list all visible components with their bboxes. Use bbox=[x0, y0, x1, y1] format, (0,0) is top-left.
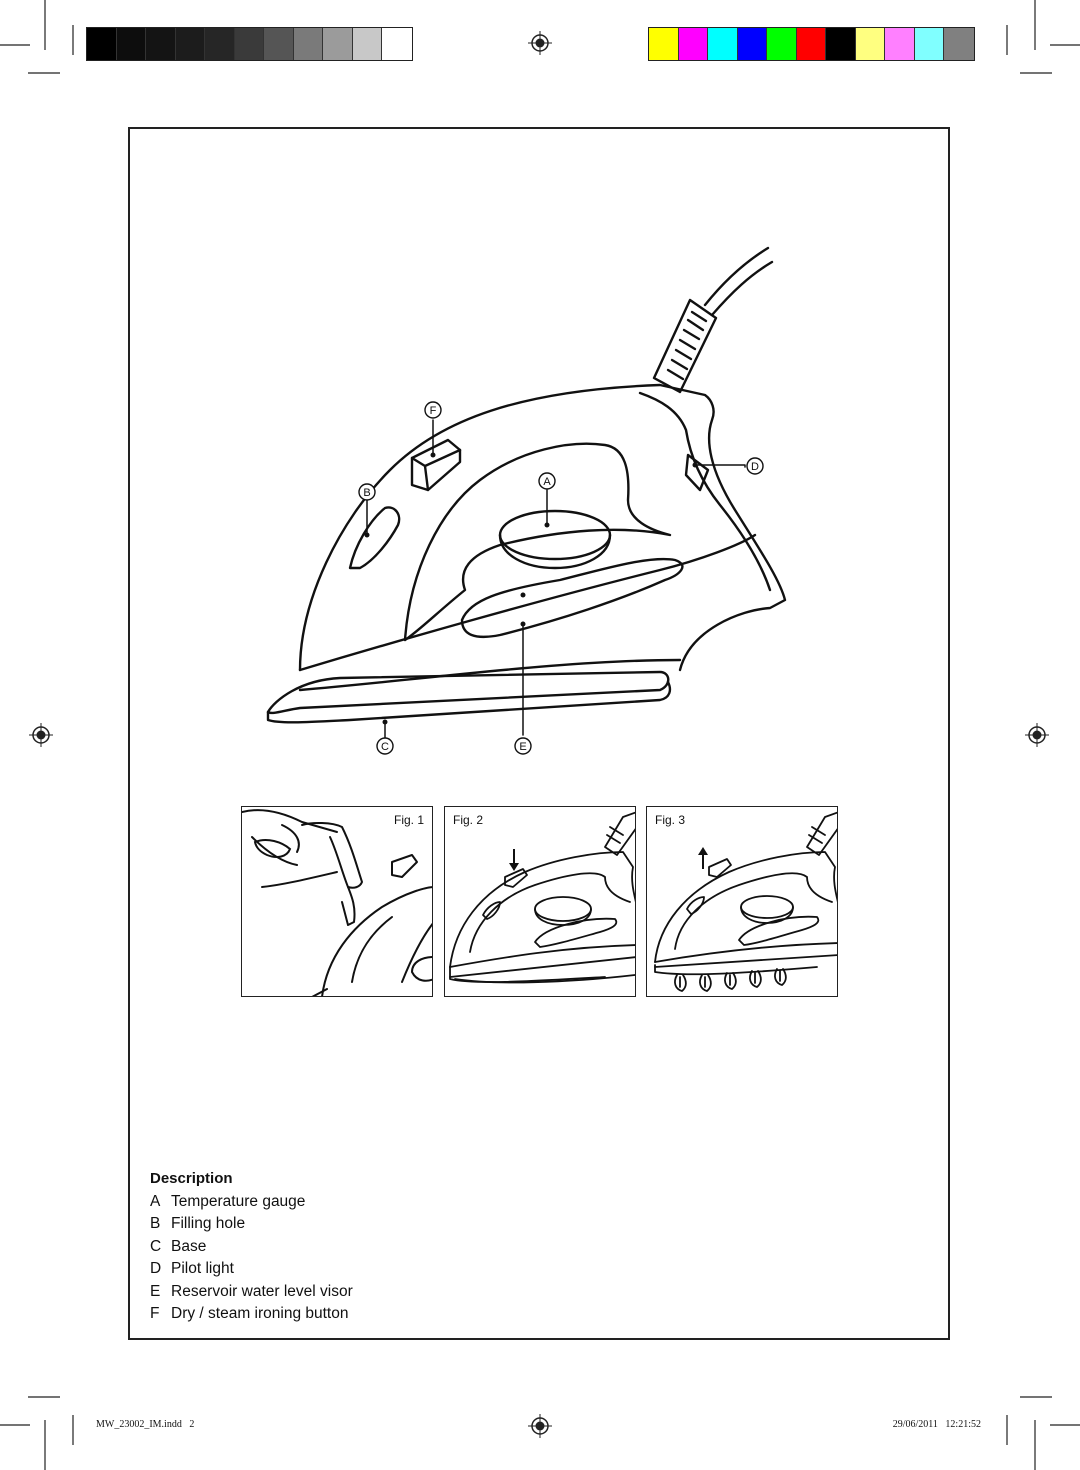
color-swatch bbox=[382, 28, 412, 60]
callout-d-label: D bbox=[751, 461, 759, 473]
callout-d-circle bbox=[746, 457, 764, 475]
description-item-key: C bbox=[150, 1237, 162, 1255]
color-swatch bbox=[649, 28, 679, 60]
callout-b-circle bbox=[358, 483, 376, 501]
description-section: Description A Temperature gauge B Filling … bbox=[150, 1170, 353, 1325]
color-swatch bbox=[826, 28, 856, 60]
color-swatch bbox=[767, 28, 797, 60]
figure-2-panel: Fig. 2 bbox=[444, 806, 636, 997]
page-frame bbox=[128, 127, 950, 1340]
description-item: A Temperature gauge bbox=[150, 1191, 353, 1213]
description-item-text: Dry / steam ironing button bbox=[171, 1305, 349, 1323]
registration-mark-left bbox=[29, 723, 53, 747]
callout-e-circle bbox=[514, 737, 532, 755]
color-swatch bbox=[678, 28, 708, 60]
description-item-key: B bbox=[150, 1215, 161, 1233]
color-swatch bbox=[175, 28, 205, 60]
figure-1-panel: Fig. 1 bbox=[241, 806, 433, 997]
color-swatch bbox=[737, 28, 767, 60]
callout-c-circle bbox=[376, 737, 394, 755]
color-swatch bbox=[146, 28, 176, 60]
color-swatch bbox=[914, 28, 944, 60]
grayscale-color-bar bbox=[86, 27, 413, 61]
color-swatch bbox=[234, 28, 264, 60]
color-swatch bbox=[708, 28, 738, 60]
registration-mark-right bbox=[1025, 723, 1049, 747]
description-heading: Description bbox=[150, 1170, 233, 1187]
description-item-text: Reservoir water level visor bbox=[171, 1282, 353, 1300]
description-item-text: Pilot light bbox=[171, 1260, 234, 1278]
steam-iron-illustration: F B A D C E bbox=[266, 246, 787, 755]
color-swatch bbox=[87, 28, 117, 60]
figure-3-panel: Fig. 3 bbox=[646, 806, 838, 997]
color-swatch bbox=[944, 28, 974, 60]
description-item: B Filling hole bbox=[150, 1213, 353, 1235]
footer-timestamp: 29/06/2011 12:21:52 bbox=[892, 1419, 981, 1430]
description-item-key: E bbox=[150, 1282, 161, 1300]
callout-a-label: A bbox=[543, 476, 551, 488]
description-item: D Pilot light bbox=[150, 1258, 353, 1280]
description-item: C Base bbox=[150, 1236, 353, 1258]
process-color-bar bbox=[648, 27, 975, 61]
color-swatch bbox=[264, 28, 294, 60]
figure-2-label: Fig. 2 bbox=[453, 813, 484, 827]
description-item-key: F bbox=[150, 1305, 160, 1323]
color-swatch bbox=[323, 28, 353, 60]
callout-f-circle bbox=[424, 401, 442, 419]
registration-mark-bottom bbox=[528, 1414, 552, 1438]
color-swatch bbox=[352, 28, 382, 60]
description-item-text: Base bbox=[171, 1237, 207, 1255]
callout-b-label: B bbox=[363, 487, 370, 499]
color-swatch bbox=[293, 28, 323, 60]
steam-ironing-illustration bbox=[654, 811, 837, 992]
callout-c-label: C bbox=[381, 741, 389, 753]
callout-a-circle bbox=[538, 472, 556, 490]
description-item: F Dry / steam ironing button bbox=[150, 1303, 353, 1325]
description-item-text: Filling hole bbox=[171, 1215, 246, 1233]
description-item-key: D bbox=[150, 1260, 162, 1278]
callout-e-label: E bbox=[519, 741, 526, 753]
figure-3-label: Fig. 3 bbox=[655, 813, 686, 827]
color-swatch bbox=[116, 28, 146, 60]
description-item-key: A bbox=[150, 1193, 161, 1210]
description-item: E Reservoir water level visor bbox=[150, 1281, 353, 1303]
color-swatch bbox=[855, 28, 885, 60]
color-swatch bbox=[885, 28, 915, 60]
color-swatch bbox=[796, 28, 826, 60]
color-swatch bbox=[205, 28, 235, 60]
callout-f-label: F bbox=[430, 405, 437, 417]
description-item-text: Temperature gauge bbox=[171, 1193, 306, 1210]
figure-1-label: Fig. 1 bbox=[393, 813, 424, 827]
dry-ironing-illustration bbox=[449, 811, 635, 984]
footer-file-name: MW_23002_IM.indd 2 bbox=[96, 1419, 195, 1430]
registration-mark-top bbox=[528, 31, 552, 55]
filling-water-illustration bbox=[242, 809, 432, 996]
